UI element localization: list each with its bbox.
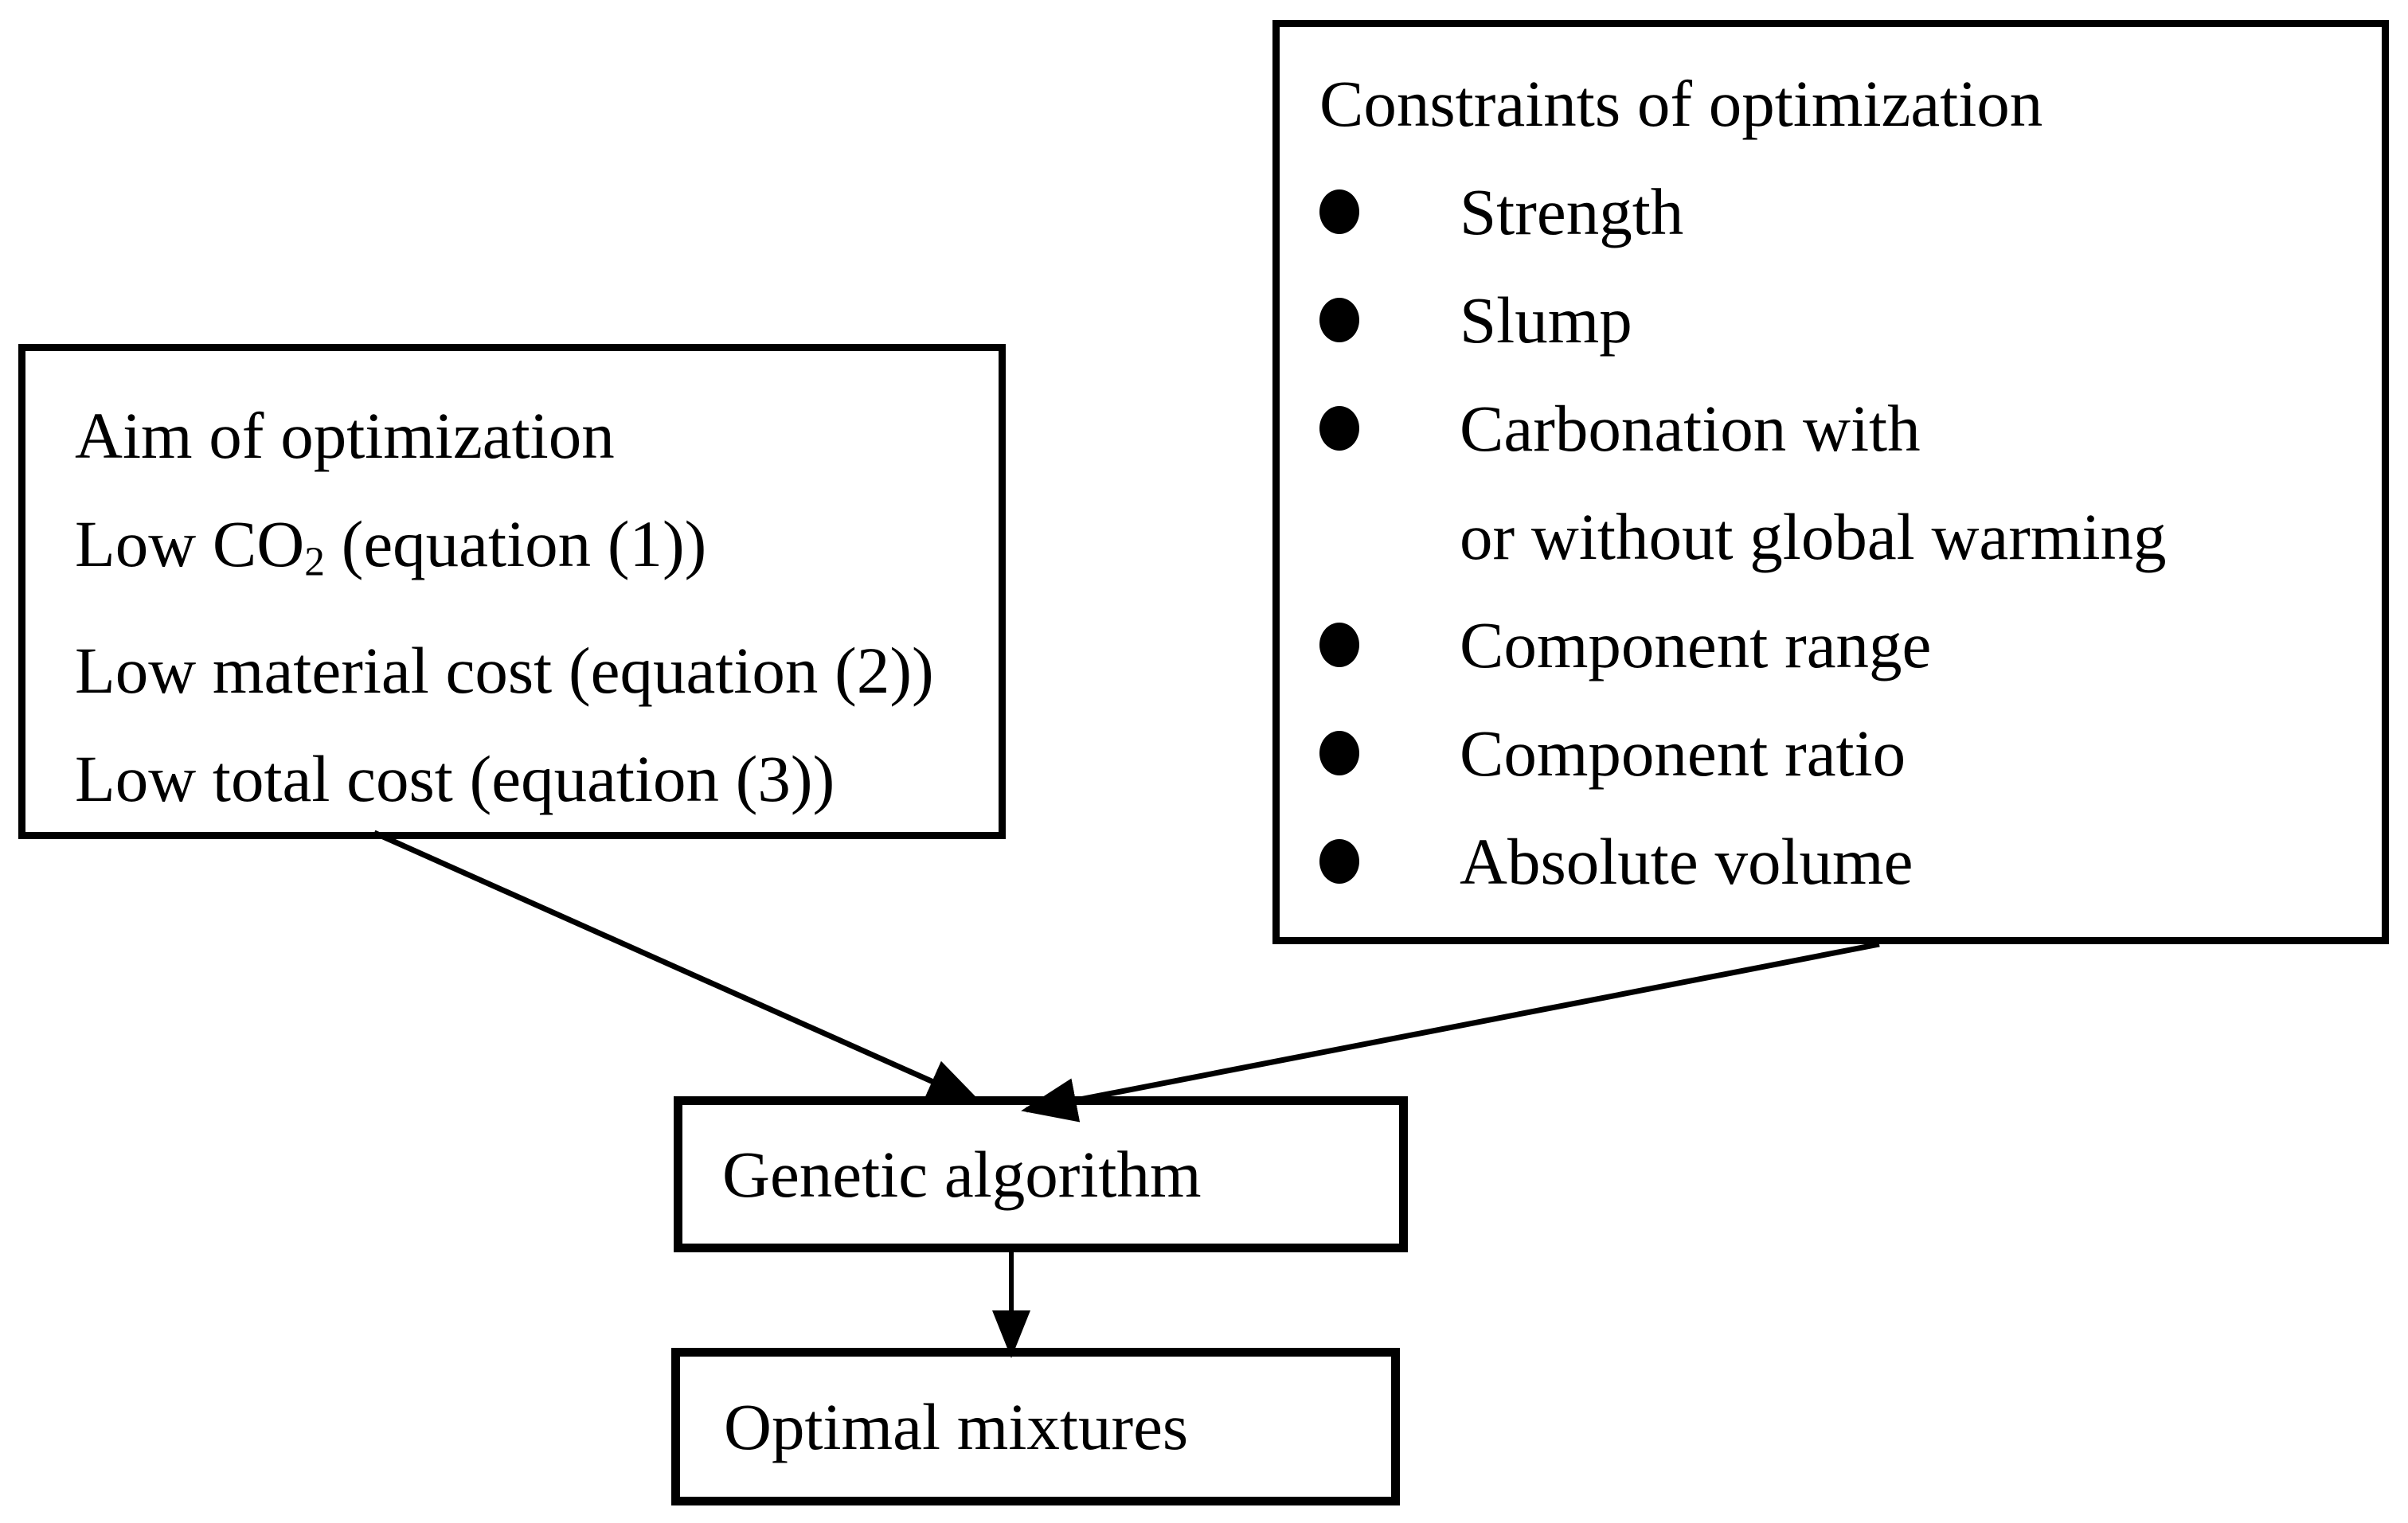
- bullet-icon: [1319, 623, 1359, 667]
- bullet-icon: [1319, 189, 1359, 234]
- constraint-item-component-ratio: Component ratio: [1319, 699, 2382, 807]
- arrow-constraints-to-genetic: [1021, 941, 1880, 1123]
- bullet-icon: [1319, 298, 1359, 342]
- constraint-item-component-range: Component range: [1319, 591, 2382, 699]
- constraint-label: Component range: [1460, 608, 1932, 681]
- aim-item-low-material-cost: Low material cost (equation (2)): [75, 634, 934, 708]
- constraint-item-carbonation-continued: or without global warming: [1319, 482, 2382, 591]
- aim-item-low-total-cost: Low total cost (equation (3)): [75, 742, 835, 816]
- bullet-icon: [1319, 406, 1359, 451]
- low-co2-text: Low CO: [75, 507, 305, 580]
- constraint-item-absolute-volume: Absolute volume: [1319, 807, 2382, 916]
- bullet-icon: [1319, 839, 1359, 884]
- constraint-item-strength: Strength: [1319, 158, 2382, 266]
- low-co2-equation-ref: (equation (1)): [324, 507, 707, 580]
- genetic-algorithm-label: Genetic algorithm: [722, 1138, 1202, 1211]
- optimal-mixtures-label: Optimal mixtures: [724, 1390, 1189, 1463]
- arrow-aim-to-genetic: [373, 830, 983, 1105]
- constraint-item-carbonation: Carbonation with: [1319, 374, 2382, 482]
- co2-subscript: 2: [304, 539, 325, 585]
- constraint-label: Strength: [1460, 175, 1684, 248]
- constraints-of-optimization-box: Constraints of optimization Strength Slu…: [1272, 20, 2389, 944]
- aim-of-optimization-box: Aim of optimization Low CO2 (equation (1…: [18, 344, 1006, 839]
- genetic-algorithm-box: Genetic algorithm: [674, 1096, 1408, 1252]
- constraint-label: Carbonation with: [1460, 392, 1921, 465]
- constraint-item-slump: Slump: [1319, 266, 2382, 374]
- constraints-title: Constraints of optimization: [1319, 67, 2043, 140]
- constraint-label: or without global warming: [1460, 500, 2167, 573]
- optimal-mixtures-box: Optimal mixtures: [671, 1348, 1400, 1505]
- constraint-label: Absolute volume: [1460, 825, 1914, 898]
- aim-title: Aim of optimization: [75, 399, 615, 472]
- constraint-label: Slump: [1460, 283, 1632, 357]
- aim-item-low-co2: Low CO2 (equation (1)): [75, 490, 999, 616]
- bullet-icon: [1319, 731, 1359, 775]
- constraint-label: Component ratio: [1460, 717, 1906, 790]
